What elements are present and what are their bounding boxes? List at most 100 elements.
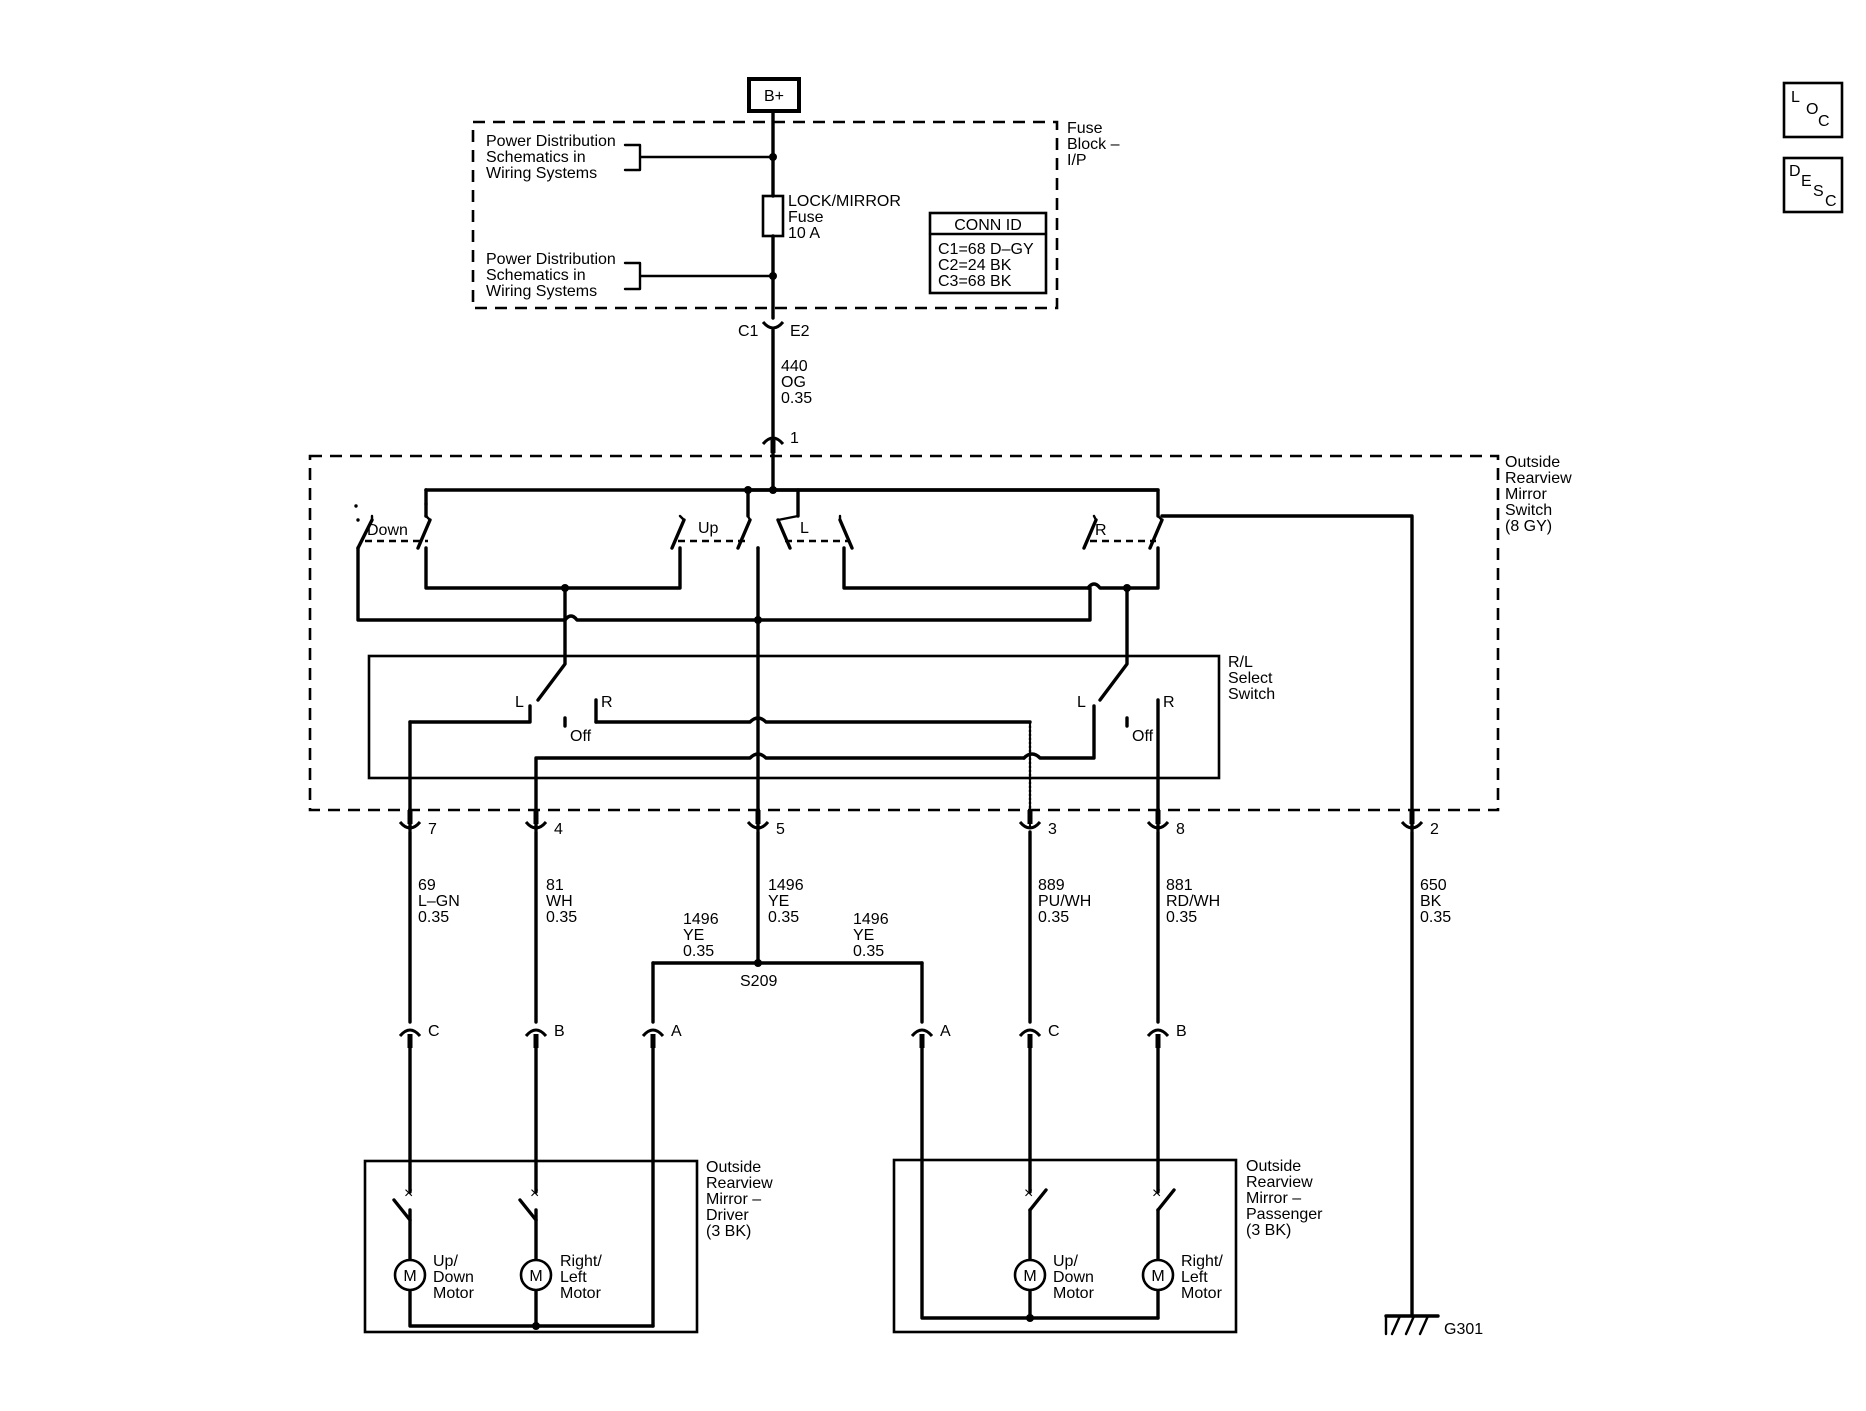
wire-label: 81 [546,877,564,894]
motor-label: Right/ [560,1253,602,1270]
switch-label: (8 GY) [1505,518,1552,535]
motor-label: Down [433,1269,474,1286]
motor-label: Motor [433,1285,475,1302]
desc-icon[interactable]: D E S C [1782,156,1844,214]
motor-label: Down [1053,1269,1094,1286]
wire-label: 0.35 [781,390,812,407]
loc-icon-letter: C [1818,113,1830,130]
contact-label-left: L [800,520,809,537]
wire-label: 881 [1166,877,1193,894]
pin-label: B [554,1023,565,1040]
driver-mirror-label: Outside [706,1159,761,1176]
motor-label: Motor [1053,1285,1095,1302]
power-dist-label: Power Distribution [486,251,616,268]
pin-label: 7 [428,821,437,838]
ground-label: G301 [1444,1321,1483,1338]
pin-label: 5 [776,821,785,838]
driver-mirror-label: (3 BK) [706,1223,751,1240]
svg-text:×: × [1024,1185,1033,1202]
loc-icon-letter: L [1791,89,1800,106]
switch-pins: 7 4 5 3 8 2 [398,810,1439,838]
wire-label: OG [781,374,806,391]
passenger-updown-motor: M Up/ Down Motor [1013,1253,1095,1302]
passenger-mirror-label: Rearview [1246,1174,1313,1191]
svg-text:×: × [530,1185,539,1202]
mirror-switch: Outside Rearview Mirror Switch (8 GY) [308,451,1572,832]
driver-mirror-connector: C B A [398,1023,682,1048]
passenger-mirror-connector: A C B [910,1023,1187,1048]
conn-label-c1: C1 [738,323,759,340]
motor-label: Up/ [433,1253,458,1270]
loc-icon-letter: O [1806,101,1818,118]
power-dist-label: Schematics in [486,149,586,166]
pin-label: A [940,1023,951,1040]
power-dist-label: Power Distribution [486,133,616,150]
power-dist-label: Wiring Systems [486,165,597,182]
pin-label: 2 [1430,821,1439,838]
wire-label: 0.35 [1166,909,1197,926]
loc-icon[interactable]: L O C [1782,81,1844,139]
wire-label: YE [853,927,874,944]
splice-label: S209 [740,973,777,990]
pin-4: 4 [524,810,563,838]
desc-icon-letter: S [1813,183,1824,200]
driver-mirror-label: Rearview [706,1175,773,1192]
power-dist-label: Schematics in [486,267,586,284]
select-switch-label: R/L [1228,654,1253,671]
select-right-off: Off [1132,728,1154,745]
pin-label: 3 [1048,821,1057,838]
passenger-mirror-label: Outside [1246,1158,1301,1175]
motor-symbol: M [1151,1268,1164,1285]
motor-label: Left [560,1269,587,1286]
pin-3: 3 [1018,810,1057,838]
ground-symbol: G301 [1384,1314,1483,1338]
fuse-block-label: Block – [1067,136,1120,153]
select-switch-label: Select [1228,670,1273,687]
pin-2: 2 [1400,810,1439,838]
conn-id-row: C1=68 D–GY [938,241,1034,258]
wire-label: 889 [1038,877,1065,894]
pin-1: 1 [761,430,799,453]
pin-7: 7 [398,810,437,838]
wire-label: 69 [418,877,436,894]
contact-label-right: R [1095,522,1107,539]
switch-label: Rearview [1505,470,1572,487]
connector-c1-e2: C1 E2 [738,320,810,340]
motor-label: Motor [1181,1285,1223,1302]
pin-label: 8 [1176,821,1185,838]
svg-text:×: × [404,1185,413,1202]
wire-label: 440 [781,358,808,375]
wire-label: 1496 [683,911,719,928]
pin-label: C [1048,1023,1060,1040]
wire-label: WH [546,893,573,910]
motor-symbol: M [403,1268,416,1285]
driver-mirror-label: Driver [706,1207,749,1224]
switch-label: Outside [1505,454,1560,471]
pin-label: 1 [790,430,799,447]
contact-label-up: Up [698,520,719,537]
splice-dot [754,959,762,967]
wire-label: 1496 [768,877,804,894]
select-left-off: Off [570,728,592,745]
battery-terminal: B+ [747,77,801,113]
switch-label: Mirror [1505,486,1547,503]
pin-5: 5 [746,810,785,838]
pin-label: 4 [554,821,563,838]
select-right-r: R [1163,694,1175,711]
wire-label: 0.35 [768,909,799,926]
wire-label: 0.35 [1420,909,1451,926]
motor-label: Up/ [1053,1253,1078,1270]
driver-mirror: Outside Rearview Mirror – Driver (3 BK) … [363,1046,773,1334]
passenger-mirror-label: Mirror – [1246,1190,1301,1207]
motor-label: Right/ [1181,1253,1223,1270]
driver-mirror-label: Mirror – [706,1191,761,1208]
motor-label: Motor [560,1285,602,1302]
contact-label-down: Down [367,522,408,539]
pin-label: A [671,1023,682,1040]
select-switch-label: Switch [1228,686,1275,703]
wire-label: YE [683,927,704,944]
svg-text:×: × [1152,1185,1161,1202]
desc-icon-letter: E [1801,173,1812,190]
select-left-r: R [601,694,613,711]
conn-id-table: CONN ID C1=68 D–GY C2=24 BK C3=68 BK [928,211,1048,295]
